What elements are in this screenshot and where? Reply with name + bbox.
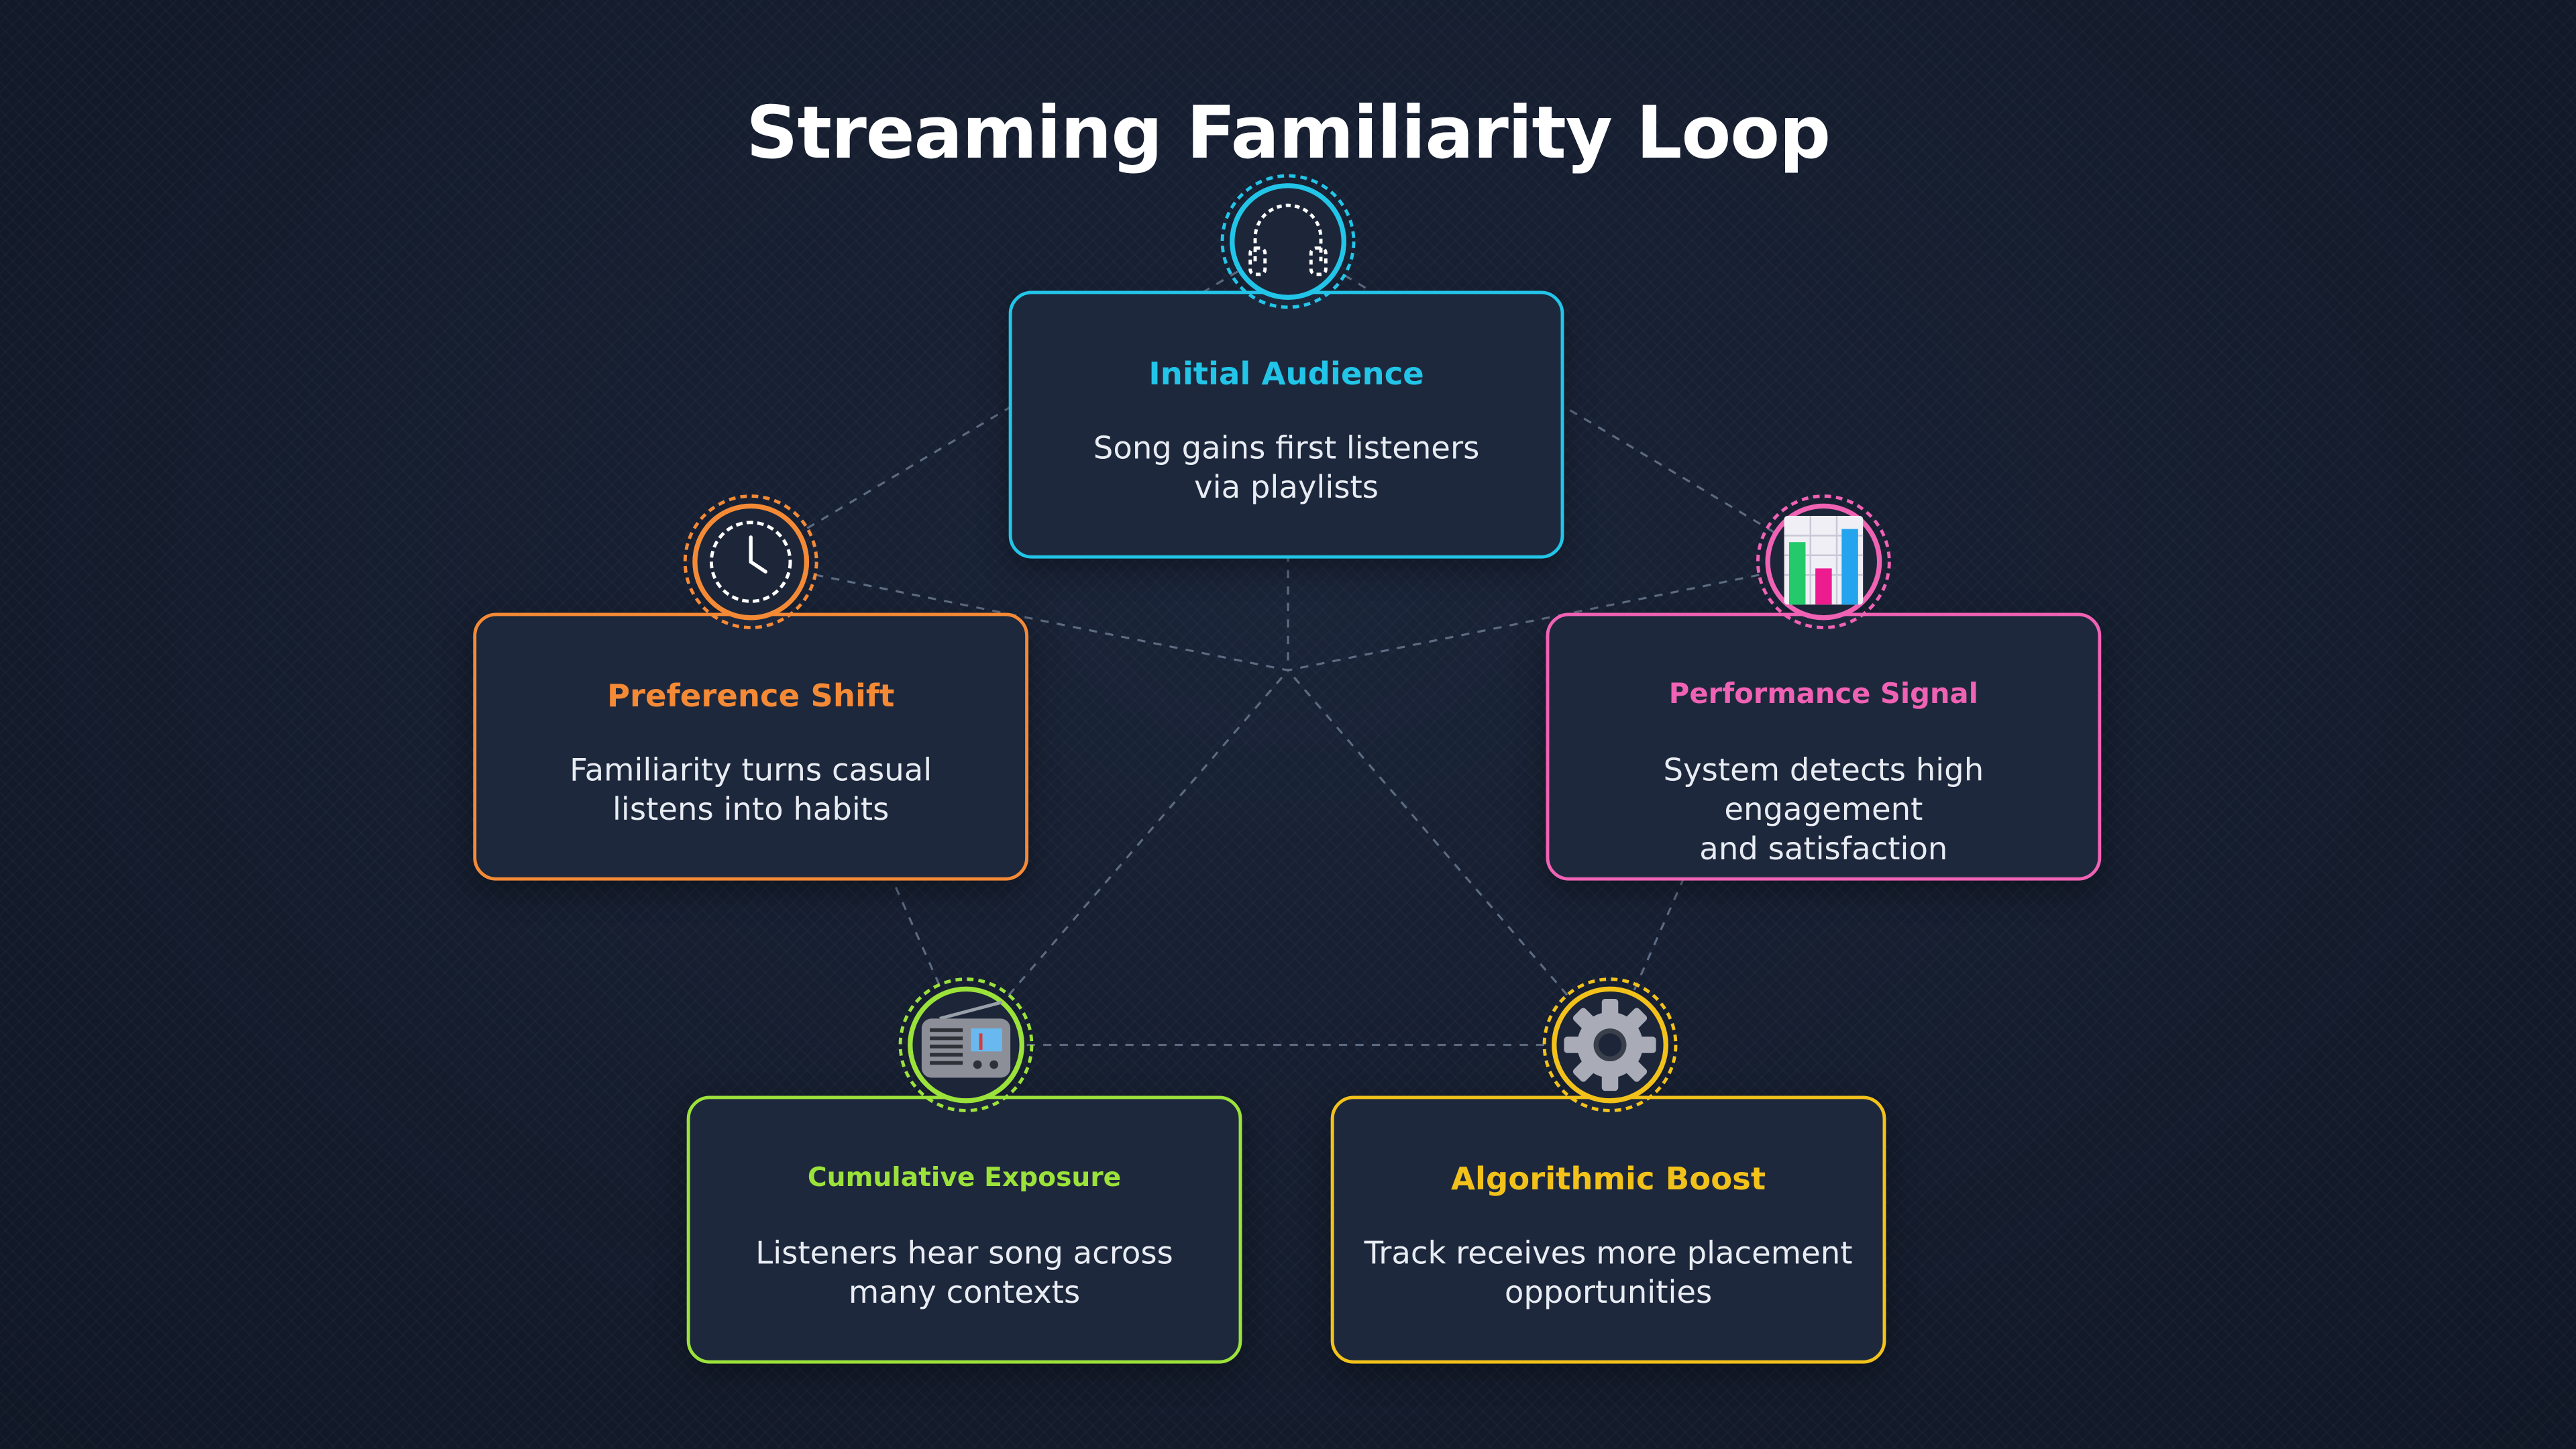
headphones-icon — [1220, 174, 1356, 309]
node-description-line: Listeners hear song across — [755, 1235, 1173, 1272]
node-description-line: listens into habits — [612, 792, 890, 828]
node-initial-audience[interactable]: Initial Audience Song gains first listen… — [1008, 290, 1564, 559]
node-performance-signal[interactable]: Performance Signal System detects high e… — [1546, 612, 2102, 881]
node-heading: Performance Signal — [1668, 678, 1978, 712]
hub-connector — [1287, 669, 1611, 1046]
node-heading: Cumulative Exposure — [807, 1161, 1122, 1193]
node-description-line: and satisfaction — [1699, 831, 1948, 868]
radio-icon — [898, 977, 1034, 1112]
node-heading: Preference Shift — [606, 678, 895, 715]
node-heading: Initial Audience — [1148, 356, 1424, 393]
node-heading: Algorithmic Boost — [1451, 1161, 1766, 1198]
node-description-line: opportunities — [1504, 1275, 1713, 1311]
node-description-line: many contexts — [848, 1275, 1081, 1311]
node-description-line: Familiarity turns casual — [570, 752, 932, 789]
node-algorithmic-boost[interactable]: Algorithmic Boost Track receives more pl… — [1330, 1095, 1886, 1364]
node-description-line: Song gains first listeners — [1093, 430, 1480, 467]
node-description-line: System detects high engagement — [1663, 752, 1984, 828]
node-preference-shift[interactable]: Preference Shift Familiarity turns casua… — [473, 612, 1029, 881]
page-title: Streaming Familiarity Loop — [746, 92, 1831, 176]
node-description-line: via playlists — [1194, 470, 1379, 506]
node-cumulative-exposure[interactable]: Cumulative Exposure Listeners hear song … — [686, 1095, 1242, 1364]
gear-icon — [1542, 977, 1678, 1112]
bar-chart-icon — [1756, 494, 1891, 629]
hub-connector — [965, 669, 1289, 1046]
node-description-line: Track receives more placement — [1364, 1235, 1853, 1272]
clock-icon — [683, 494, 818, 629]
